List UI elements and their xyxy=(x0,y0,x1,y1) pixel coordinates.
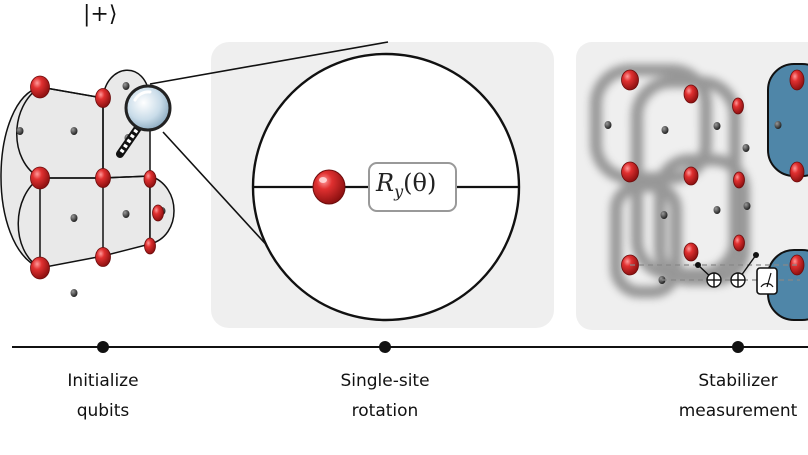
zoom-circle xyxy=(251,52,521,322)
data-qubit xyxy=(789,161,805,183)
initial-state-label: |+⟩ xyxy=(83,2,118,27)
data-qubit xyxy=(683,84,699,104)
ancilla-qubit xyxy=(742,144,750,152)
data-qubit-zoomed xyxy=(312,169,346,205)
lattice-data-qubits xyxy=(30,75,164,280)
data-qubit xyxy=(683,166,699,186)
data-qubit xyxy=(733,171,745,189)
data-qubit xyxy=(30,166,50,190)
ancilla-qubit xyxy=(660,211,668,219)
meter-icon xyxy=(756,267,778,295)
data-qubit xyxy=(732,97,744,115)
zoom-line-top xyxy=(149,41,389,85)
ancilla-qubit xyxy=(713,206,721,214)
data-qubit xyxy=(30,75,50,99)
ancilla-qubit xyxy=(604,121,612,129)
step-label-measurement: Stabilizer measurement xyxy=(678,371,798,421)
data-qubit xyxy=(95,88,111,108)
data-qubit xyxy=(152,204,164,222)
data-qubit xyxy=(621,161,639,183)
timeline-marker-initialize xyxy=(97,341,109,353)
zoom-line-bottom xyxy=(162,131,284,264)
data-qubit xyxy=(143,170,157,188)
rotation-gate-box xyxy=(368,162,457,212)
ancilla-qubit xyxy=(70,289,78,297)
control-dot xyxy=(753,252,759,258)
ancilla-qubit xyxy=(122,82,130,90)
measurement-circuit xyxy=(630,252,800,295)
data-qubit xyxy=(30,256,50,280)
cnot-target-icon xyxy=(730,272,746,288)
stabilizer-lattice xyxy=(590,63,808,321)
ancilla-qubit xyxy=(743,202,751,210)
magnifier-icon xyxy=(116,84,172,158)
data-qubit xyxy=(95,168,111,188)
ancilla-qubit xyxy=(70,127,78,135)
data-qubit xyxy=(789,69,805,91)
ancilla-qubit xyxy=(122,210,130,218)
step-label-initialize: Initialize qubits xyxy=(67,371,139,421)
ancilla-qubit xyxy=(661,126,669,134)
rotation-gate-label: Ry(θ) xyxy=(376,169,437,201)
data-qubit xyxy=(144,237,156,255)
data-qubit xyxy=(733,234,745,252)
timeline-marker-measurement xyxy=(732,341,744,353)
control-dot xyxy=(695,262,701,268)
ancilla-qubit xyxy=(774,121,782,129)
ancilla-qubit xyxy=(70,214,78,222)
data-qubit xyxy=(683,242,699,262)
data-qubit xyxy=(95,247,111,267)
data-qubit xyxy=(621,69,639,91)
step-label-rotation: Single-site rotation xyxy=(340,371,430,421)
ancilla-qubit xyxy=(16,127,24,135)
ancilla-qubit xyxy=(713,122,721,130)
timeline-marker-rotation xyxy=(379,341,391,353)
cnot-target-icon xyxy=(706,272,722,288)
